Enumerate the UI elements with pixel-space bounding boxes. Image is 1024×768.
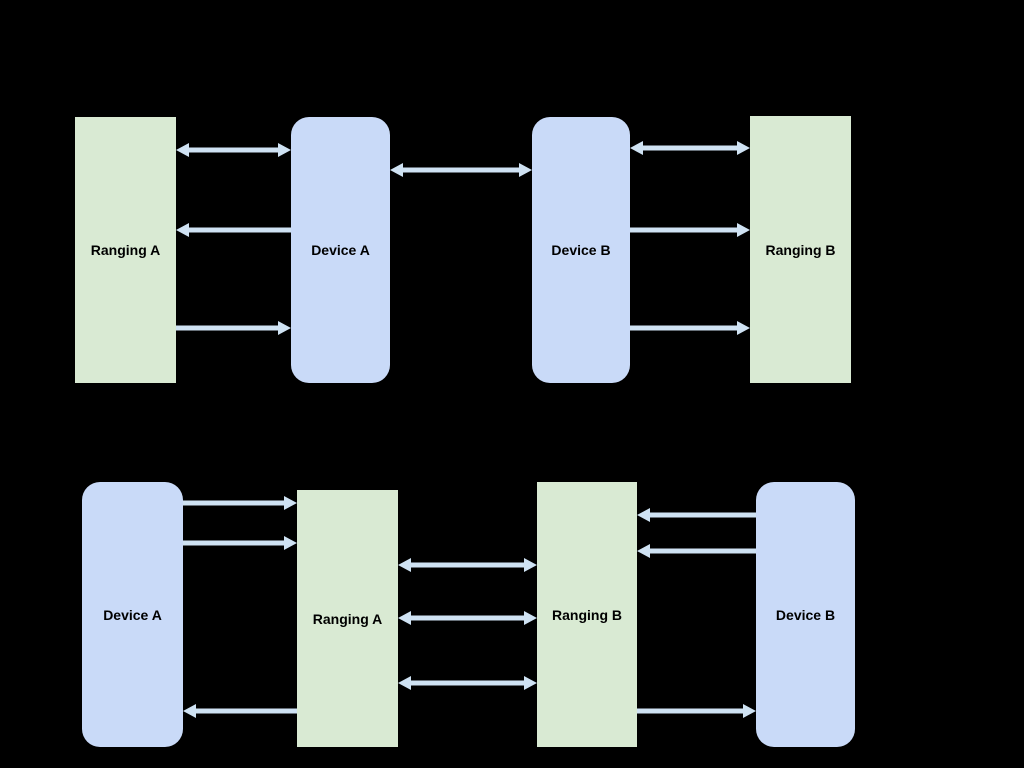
bottom-device-b-label: Device B xyxy=(775,606,836,623)
arrow-device-b-to-ranging-b xyxy=(637,508,756,522)
arrow-ranging-a-to-device-a xyxy=(176,321,291,335)
top-device-a-box: Device A xyxy=(291,117,390,383)
bottom-device-a-box: Device A xyxy=(82,482,183,747)
arrow-ranging-a-to-device-a xyxy=(176,143,291,157)
bottom-ranging-a-box: Ranging A xyxy=(297,490,398,747)
arrow-ranging-b-to-device-b xyxy=(637,704,756,718)
arrow-ranging-a-to-device-a xyxy=(183,704,297,718)
arrow-ranging-a-to-ranging-b xyxy=(398,558,537,572)
top-ranging-b-label: Ranging B xyxy=(765,241,836,258)
arrow-device-b-to-ranging-b xyxy=(637,544,756,558)
top-ranging-a-box: Ranging A xyxy=(75,117,176,383)
bottom-ranging-b-box: Ranging B xyxy=(537,482,637,747)
arrow-device-b-to-ranging-b xyxy=(630,321,750,335)
arrow-device-a-to-ranging-a xyxy=(183,496,297,510)
arrow-device-b-to-ranging-b xyxy=(630,223,750,237)
top-device-b-label: Device B xyxy=(551,242,611,258)
arrow-ranging-a-to-ranging-b xyxy=(398,676,537,690)
top-ranging-a-label: Ranging A xyxy=(90,242,161,258)
arrow-device-a-to-ranging-a xyxy=(183,536,297,550)
bottom-device-b-box: Device B xyxy=(756,482,855,747)
top-device-a-label: Device A xyxy=(311,242,370,258)
arrow-ranging-a-to-ranging-b xyxy=(398,611,537,625)
bottom-ranging-b-label: Ranging B xyxy=(552,606,622,623)
bottom-device-a-label: Device A xyxy=(103,606,162,623)
top-device-b-box: Device B xyxy=(532,117,630,383)
top-ranging-b-box: Ranging B xyxy=(750,116,851,383)
arrow-device-b-to-ranging-b xyxy=(630,141,750,155)
bottom-ranging-a-label: Ranging A xyxy=(312,610,383,627)
arrow-device-a-to-device-b xyxy=(390,163,532,177)
